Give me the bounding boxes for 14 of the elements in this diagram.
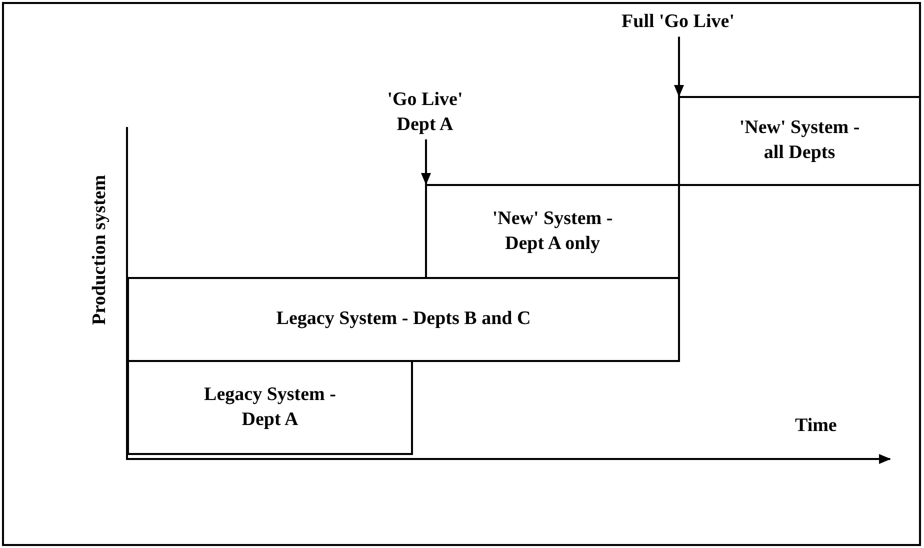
bar-label: 'New' System - all Depts [738,116,861,165]
system-bar [127,360,413,455]
arrow [674,36,684,97]
milestone-label: 'Go Live' Dept A [370,88,480,138]
system-bar [425,184,680,279]
system-bar [678,96,921,186]
axis-label: Time [795,415,837,437]
bar-label: Legacy System - Depts B and C [275,307,532,332]
system-bar [127,277,680,362]
bar-label: Legacy System - Dept A [203,382,337,432]
milestone-label: Full 'Go Live' [590,10,766,35]
axis-label: Production system [89,174,111,326]
arrow [421,139,431,185]
bar-label: 'New' System - Dept A only [491,206,614,256]
